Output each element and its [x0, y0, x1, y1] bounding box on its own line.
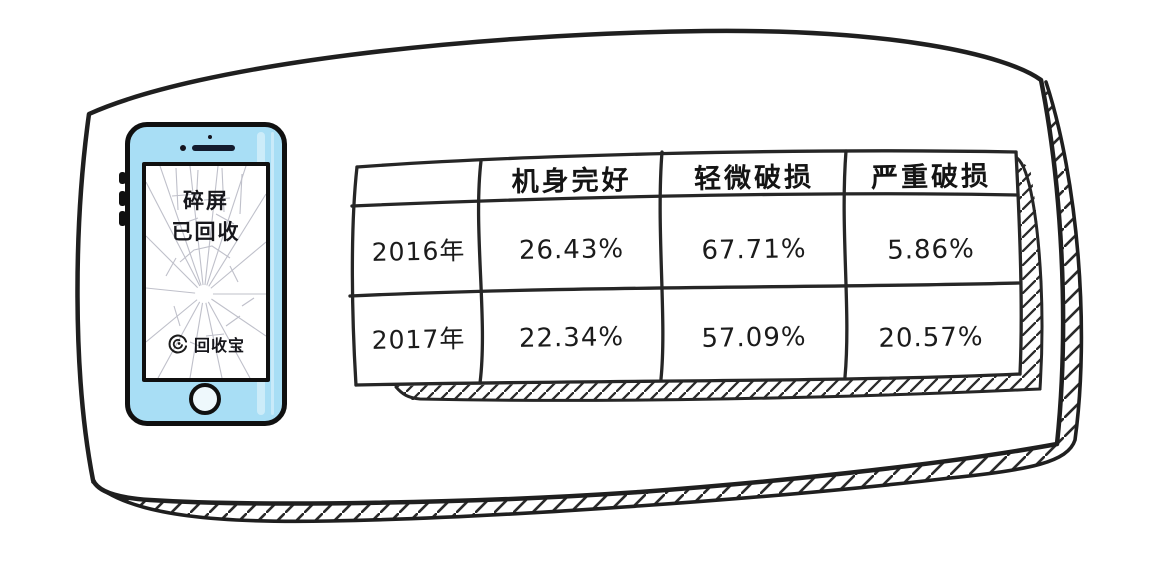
phone-illustration: 碎屏 已回收 回收宝	[119, 122, 287, 426]
frame-outline	[75, 28, 1066, 506]
table-shadow-hatch-bottom	[395, 374, 1040, 401]
home-button-icon	[189, 383, 221, 415]
volume-down-button-icon	[119, 211, 126, 226]
table-header-cell: 机身完好	[511, 164, 632, 198]
front-camera-icon	[180, 145, 186, 151]
table-cell: 20.57%	[878, 322, 984, 354]
phone-screen: 碎屏 已回收 回收宝	[142, 162, 270, 382]
table-cell: 22.34%	[518, 322, 625, 354]
screen-caption-line2: 已回收	[171, 220, 241, 244]
table-row-label: 2016年	[371, 236, 466, 267]
table-header-cell: 严重破损	[870, 160, 992, 194]
table-header-cell: 轻微破损	[693, 161, 815, 195]
table-row-label: 2017年	[371, 324, 466, 355]
speaker-icon	[192, 145, 235, 151]
brand-name: 回收宝	[193, 336, 245, 355]
volume-up-button-icon	[119, 191, 126, 206]
table-grid	[348, 149, 1023, 387]
phone-highlight-stripe	[271, 132, 274, 415]
table-cell: 67.71%	[701, 234, 807, 266]
sensor-dot-icon	[208, 135, 212, 139]
brand-logo: 回收宝	[146, 332, 266, 356]
screen-caption: 碎屏 已回收	[146, 186, 266, 248]
screen-caption-line1: 碎屏	[183, 189, 229, 213]
table-cell: 26.43%	[518, 234, 625, 266]
power-button-icon	[119, 172, 126, 184]
table-cell: 5.86%	[886, 234, 976, 266]
table-cell: 57.09%	[701, 322, 807, 354]
recycle-spiral-icon	[168, 334, 188, 354]
